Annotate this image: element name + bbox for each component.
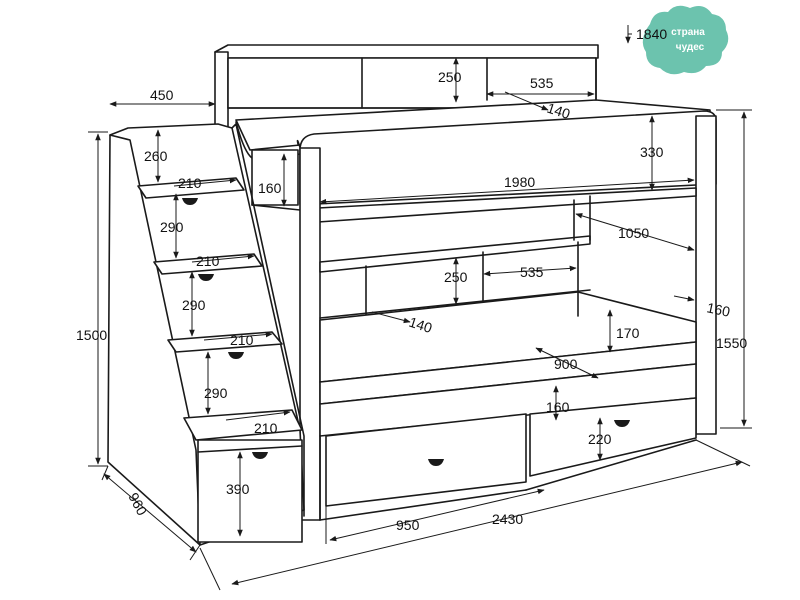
dim-upper-guard-height: 330 <box>640 144 664 160</box>
dim-top-height: 1840 <box>636 26 667 42</box>
dim-guard-height: 160 <box>258 180 282 196</box>
drawer-handle-icon <box>252 452 268 459</box>
dim-drawer-height: 220 <box>588 431 612 447</box>
dim-overall-height-right: 1550 <box>716 335 747 351</box>
dim-base-height: 160 <box>546 399 570 415</box>
dim-overall-length: 2430 <box>492 511 523 527</box>
dim-step-top-height: 260 <box>144 148 168 164</box>
dim-step1-height: 290 <box>160 219 184 235</box>
top-shelf-unit <box>214 44 599 133</box>
drawer-handle-icon <box>228 352 244 359</box>
drawer-handle-icon <box>182 198 198 205</box>
dim-step3-tread: 210 <box>230 332 254 348</box>
dim-shelf-width-top: 535 <box>530 75 554 91</box>
dim-lower-guard-height: 170 <box>616 325 640 341</box>
drawer-right[interactable] <box>529 397 697 477</box>
dim-shelf-depth-top: 140 <box>545 100 572 123</box>
dimension-lines <box>88 25 752 591</box>
watermark-line2: чудес <box>676 42 705 53</box>
dim-bottom-box-height: 390 <box>226 481 250 497</box>
drawer-handle-icon <box>198 274 214 281</box>
dim-stair-depth: 450 <box>150 87 174 103</box>
dim-step3-height: 290 <box>204 385 228 401</box>
dim-shelf-height-mid: 250 <box>444 269 468 285</box>
lower-bunk <box>319 291 697 521</box>
dim-shelf-depth-mid: 140 <box>407 314 434 337</box>
dim-overall-height-left: 1500 <box>76 327 107 343</box>
dim-step2-tread: 210 <box>196 253 220 269</box>
watermark-line1: страна <box>671 27 705 38</box>
dim-step1-tread: 210 <box>178 175 202 191</box>
dim-step2-height: 290 <box>182 297 206 313</box>
dim-step4-tread: 210 <box>254 420 278 436</box>
drawer-handle-icon <box>614 420 630 427</box>
dim-side-guard-width: 160 <box>705 299 731 320</box>
dim-shelf-height-top: 250 <box>438 69 462 85</box>
dim-upper-length: 1980 <box>504 174 535 190</box>
dim-lower-length: 900 <box>554 356 578 372</box>
store-logo-icon: страна чудес <box>642 5 729 75</box>
staircase <box>107 123 305 546</box>
dim-shelf-width-mid: 535 <box>520 264 544 280</box>
dim-opening-width: 1050 <box>618 225 649 241</box>
dim-drawer-width: 950 <box>396 517 420 533</box>
